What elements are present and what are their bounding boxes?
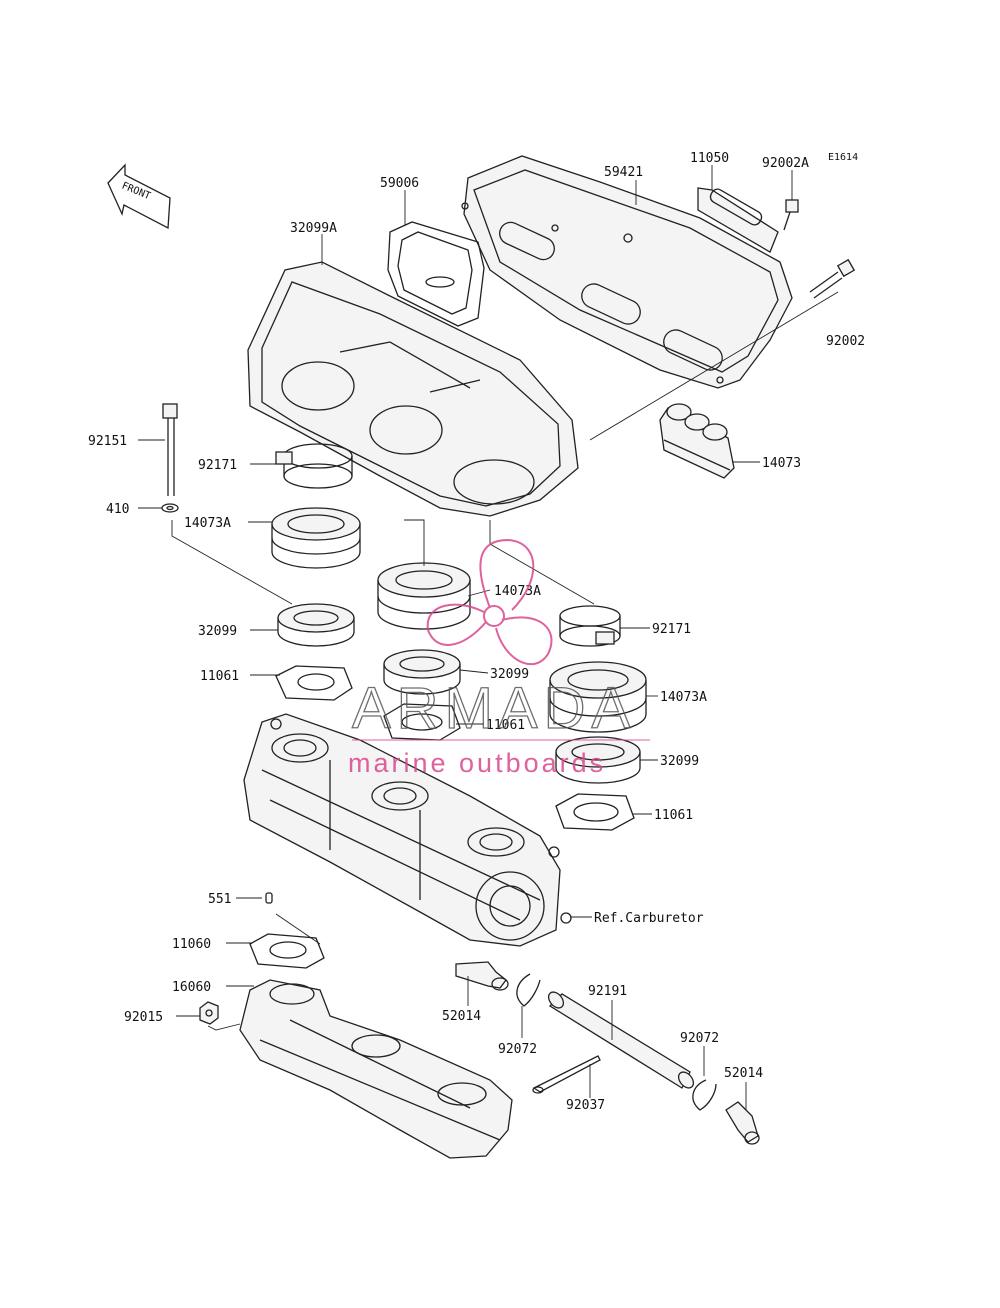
label-16060: 16060 bbox=[172, 980, 211, 995]
label-410: 410 bbox=[106, 502, 129, 517]
label-92171-right: 92171 bbox=[652, 622, 691, 637]
gasket-11061-center bbox=[383, 703, 461, 741]
label-59421: 59421 bbox=[604, 165, 643, 180]
gasket-11061-left bbox=[275, 665, 353, 701]
label-52014-center: 52014 bbox=[442, 1009, 481, 1024]
label-92151: 92151 bbox=[88, 434, 127, 449]
hose-92191 bbox=[547, 991, 695, 1089]
label-14073a-left: 14073A bbox=[184, 516, 231, 531]
rubber-ring-14073a-right bbox=[549, 661, 647, 733]
label-32099a: 32099A bbox=[290, 221, 337, 236]
label-11061-right: 11061 bbox=[654, 808, 693, 823]
label-92015: 92015 bbox=[124, 1010, 163, 1025]
gasket-59006 bbox=[387, 221, 485, 327]
label-92072-center: 92072 bbox=[498, 1042, 537, 1057]
holder-32099-right bbox=[555, 736, 641, 784]
watermark-tagline: marine outboards bbox=[348, 748, 606, 778]
pin-551 bbox=[265, 892, 273, 904]
gasket-11061-right bbox=[555, 793, 635, 831]
clamp-92171-right bbox=[559, 605, 621, 647]
holder-32099-center bbox=[383, 649, 461, 695]
bolt-92151 bbox=[162, 403, 178, 496]
air-box-case-32099a bbox=[247, 261, 579, 517]
gasket-11060 bbox=[249, 933, 325, 969]
watermark-brand: ARMADA bbox=[352, 676, 636, 741]
carburetor-assembly bbox=[243, 713, 572, 947]
label-92002a: 92002A bbox=[762, 156, 809, 171]
plate-11050 bbox=[697, 187, 779, 253]
air-box-cover-59421 bbox=[461, 155, 793, 389]
front-label: FRONT bbox=[120, 181, 152, 202]
label-32099-right: 32099 bbox=[660, 754, 699, 769]
fitting-52014-right bbox=[725, 1101, 760, 1145]
label-32099-left: 32099 bbox=[198, 624, 237, 639]
washer-410 bbox=[161, 503, 179, 513]
label-32099-center: 32099 bbox=[490, 667, 529, 682]
label-11050: 11050 bbox=[690, 151, 729, 166]
rubber-ring-14073a-left bbox=[271, 507, 361, 569]
label-92037: 92037 bbox=[566, 1098, 605, 1113]
holder-32099-left bbox=[277, 603, 355, 647]
connector-14073 bbox=[659, 403, 735, 479]
label-92171-left: 92171 bbox=[198, 458, 237, 473]
intake-manifold-16060 bbox=[239, 979, 513, 1159]
leader-lines bbox=[138, 165, 839, 1110]
label-11061-center: 11061 bbox=[486, 718, 525, 733]
label-11061-left: 11061 bbox=[200, 669, 239, 684]
nut-92015 bbox=[199, 1001, 219, 1025]
watermark: ARMADA marine outboards bbox=[348, 538, 650, 778]
clamp-92171-left bbox=[275, 443, 353, 489]
cable-tie-92037 bbox=[532, 1055, 601, 1094]
label-551: 551 bbox=[208, 892, 231, 907]
rubber-ring-14073a-center bbox=[377, 562, 471, 630]
label-92002: 92002 bbox=[826, 334, 865, 349]
label-14073: 14073 bbox=[762, 456, 801, 471]
part-labels: 59421 11050 92002A 59006 32099A 92002 92… bbox=[88, 151, 865, 1113]
label-14073a-right: 14073A bbox=[660, 690, 707, 705]
clip-92072-right bbox=[692, 1079, 717, 1111]
clip-92072-center bbox=[516, 973, 541, 1007]
label-92191: 92191 bbox=[588, 984, 627, 999]
label-ref-carburetor: Ref.Carburetor bbox=[594, 911, 704, 926]
fitting-52014-center bbox=[455, 961, 509, 991]
label-14073a-center: 14073A bbox=[494, 584, 541, 599]
bolt-92002 bbox=[809, 258, 856, 299]
propeller-logo-icon bbox=[426, 538, 553, 666]
bolt-92002a bbox=[783, 199, 799, 231]
label-59006: 59006 bbox=[380, 176, 419, 191]
label-52014-right: 52014 bbox=[724, 1066, 763, 1081]
label-11060: 11060 bbox=[172, 937, 211, 952]
front-arrow-icon: FRONT bbox=[107, 163, 171, 230]
diagram-code: E1614 bbox=[828, 152, 858, 163]
label-92072-right: 92072 bbox=[680, 1031, 719, 1046]
